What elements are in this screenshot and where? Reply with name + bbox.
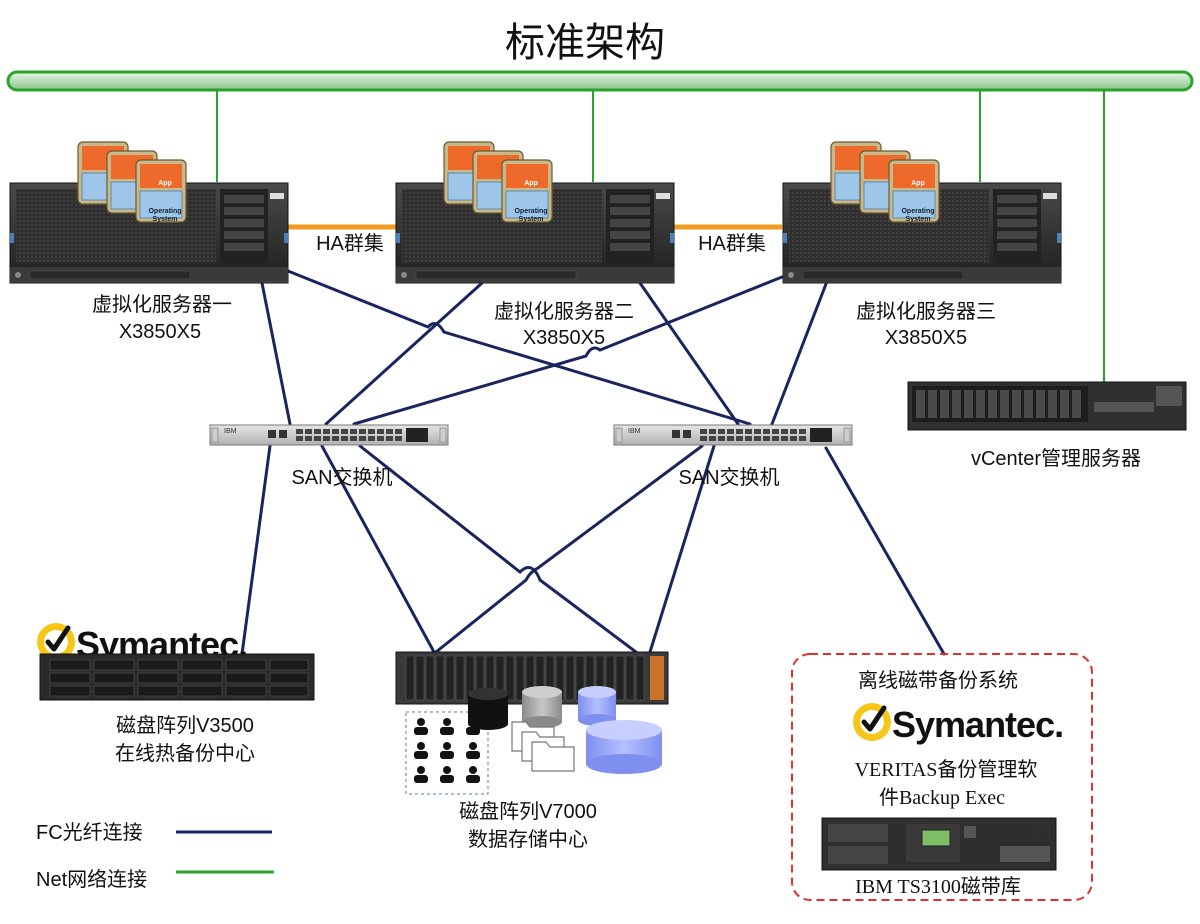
san-switch-a: IBM (209, 424, 449, 446)
svg-text:Operating: Operating (514, 208, 547, 215)
server-3-name: 虚拟化服务器三 (856, 300, 996, 323)
svg-text:IBM: IBM (628, 428, 641, 435)
server-2-model: X3850X5 (523, 327, 605, 349)
server-1-model: X3850X5 (119, 321, 201, 343)
svg-text:IBM: IBM (224, 428, 237, 435)
server-1: App Operating System 虚拟化服务器一 X3850X5 (9, 142, 289, 343)
svg-text:IBM: IBM (1140, 393, 1153, 400)
fc-swA-v7000-right (358, 444, 638, 654)
ha-label-2: HA群集 (698, 232, 766, 255)
database-blue-large-icon (586, 720, 662, 774)
v3500-label-line1: 磁盘阵列V3500 (116, 714, 254, 737)
symantec-logo-2-icon: Symantec. (853, 703, 1064, 745)
fc-swA-v7000 (320, 444, 436, 654)
svg-text:IBM: IBM (1034, 829, 1047, 836)
tape-software-line1: VERITAS备份管理软 (855, 758, 1038, 781)
server-2: App Operating System 虚拟化服务器二 X3850X5 (395, 142, 675, 349)
network-bus (6, 70, 1194, 92)
database-gray-icon (522, 686, 562, 728)
san-switch-a-label: SAN交换机 (291, 466, 392, 489)
tape-backup-system: 离线磁带备份系统 Symantec. VERITAS备份管理软 件Backup … (791, 653, 1093, 901)
svg-text:Symantec.: Symantec. (892, 704, 1063, 745)
legend-net-label: Net网络连接 (36, 868, 147, 891)
server-2-name: 虚拟化服务器二 (494, 300, 634, 323)
fc-swA-v3500 (240, 444, 272, 656)
storage-v3500: Symantec. (37, 623, 315, 701)
server-3: App Operating System 虚拟化服务器三 X3850X5 (782, 142, 1062, 349)
v7000-label-line2: 数据存储中心 (468, 828, 588, 851)
legend-fc-label: FC光纤连接 (36, 821, 143, 844)
svg-text:System: System (906, 216, 931, 223)
fc-s1-swB (286, 269, 752, 426)
net-link-vcenter (1098, 90, 1105, 384)
vm-stack-2-icon: App Operating System (444, 142, 552, 223)
san-switch-b-label: SAN交换机 (678, 466, 779, 489)
v7000-label-line1: 磁盘阵列V7000 (459, 800, 597, 823)
tape-library-label: IBM TS3100磁带库 (855, 875, 1021, 898)
tape-library-device: IBM (821, 817, 1057, 871)
tape-system-title: 离线磁带备份系统 (858, 669, 1018, 692)
vcenter-server: IBM (907, 381, 1187, 431)
fc-s1-swA (260, 281, 292, 426)
vcenter-label: vCenter管理服务器 (971, 447, 1141, 470)
fc-s3-swA (352, 275, 784, 426)
fc-s2-swB (638, 281, 740, 426)
svg-text:System: System (519, 216, 544, 223)
vm-stack-3-icon: App Operating System (831, 142, 939, 223)
server-1-name: 虚拟化服务器一 (92, 293, 232, 316)
svg-text:System: System (153, 216, 178, 223)
legend: FC光纤连接 Net网络连接 (36, 821, 274, 891)
folders-icon (511, 721, 575, 772)
ha-label-1: HA群集 (316, 232, 384, 255)
database-blue-small-icon (578, 686, 616, 726)
v3500-label-line2: 在线热备份中心 (115, 742, 255, 765)
svg-text:App: App (911, 180, 925, 187)
fc-swB-v7000-left (434, 444, 704, 654)
tape-software-line2: 件Backup Exec (879, 786, 1005, 809)
server-3-model: X3850X5 (885, 327, 967, 349)
fc-swB-tape (824, 446, 946, 656)
users-group-icon (405, 711, 489, 795)
san-switch-b: IBM (613, 424, 853, 446)
fc-swB-v7000-right (648, 444, 716, 654)
svg-text:App: App (158, 180, 172, 187)
svg-text:App: App (524, 180, 538, 187)
database-black-icon (468, 688, 508, 730)
vm-stack-1-icon: App Operating System (78, 142, 186, 223)
fc-s3-swB (770, 282, 828, 426)
fc-s2-swA (324, 281, 484, 426)
svg-text:Operating: Operating (901, 208, 934, 215)
fc-connections (240, 269, 946, 656)
svg-text:Operating: Operating (148, 208, 181, 215)
page-title: 标准架构 (505, 21, 665, 65)
